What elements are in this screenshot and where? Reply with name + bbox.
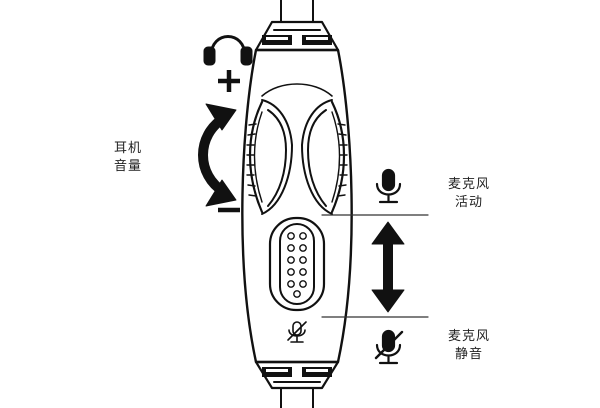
body-contour (261, 83, 333, 97)
volume-curved-arrow (198, 103, 237, 207)
mic-mute-label: 麦克风 静音 (437, 328, 501, 364)
mic-active-label-line2: 活动 (454, 195, 483, 210)
mic-switch-double-arrow (371, 221, 405, 313)
mic-active-label-line1: 麦克风 (447, 177, 490, 192)
volume-wheel-left (246, 100, 264, 214)
microphone-muted-icon (374, 329, 404, 365)
volume-wheel-right (330, 100, 348, 214)
microphone-muted-icon (287, 321, 307, 343)
cable (280, 0, 314, 408)
slider-grip-dots (287, 232, 307, 298)
mic-active-label: 麦克风 活动 (437, 176, 501, 212)
side-grips (261, 99, 333, 215)
headset-volume-label-line1: 耳机 (113, 141, 142, 156)
mic-mute-label-line1: 麦克风 (447, 329, 490, 344)
mic-mute-label-line2: 静音 (454, 347, 483, 362)
bottom-cap (254, 360, 340, 390)
mic-switch-slider (268, 216, 326, 312)
headset-volume-label-line2: 音量 (113, 159, 142, 174)
headphone-icon (203, 35, 253, 66)
headset-volume-label: 耳机 音量 (106, 140, 150, 176)
top-cap (254, 20, 340, 52)
switch-guide-lines (321, 214, 429, 318)
volume-up-symbol (218, 70, 240, 92)
microphone-icon (375, 168, 402, 204)
